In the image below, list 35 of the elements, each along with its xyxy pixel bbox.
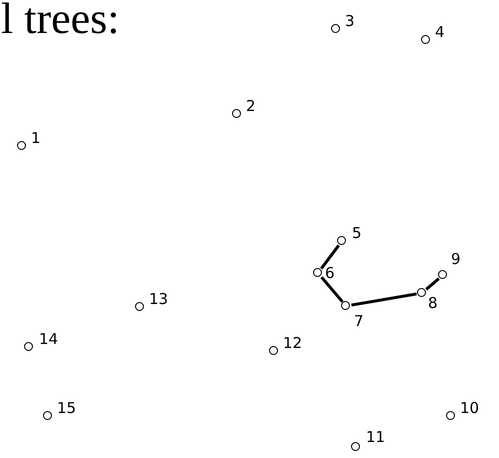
point-marker [446, 411, 455, 420]
point-marker [421, 35, 430, 44]
point-number: 12 [283, 335, 302, 351]
point-marker [135, 302, 144, 311]
point-marker [232, 109, 241, 118]
point-marker [351, 442, 360, 451]
point-number: 14 [39, 331, 58, 347]
point-number: 11 [366, 429, 386, 445]
point-marker [438, 270, 447, 279]
point-number: 1 [31, 130, 41, 146]
point-marker [313, 268, 322, 277]
connector-line [351, 292, 417, 307]
heading: l trees: [1, 0, 120, 44]
point-number: 5 [352, 225, 362, 241]
point-number: 9 [451, 251, 461, 267]
point-number: 4 [435, 24, 445, 40]
point-number: 10 [460, 400, 480, 416]
point-marker [43, 411, 52, 420]
point-number: 6 [325, 265, 335, 281]
connector-line [320, 244, 340, 270]
point-number: 2 [246, 98, 256, 114]
point-number: 8 [428, 295, 438, 311]
point-number: 13 [149, 291, 168, 307]
point-number: 7 [354, 313, 364, 329]
point-number: 15 [57, 400, 76, 416]
point-marker [269, 346, 278, 355]
connector-line [425, 277, 440, 291]
point-marker [331, 24, 340, 33]
point-marker [337, 236, 346, 245]
connector-line [320, 276, 344, 303]
point-marker [417, 288, 426, 297]
point-marker [17, 141, 26, 150]
point-number: 3 [345, 13, 355, 29]
point-marker [341, 301, 350, 310]
point-marker [24, 342, 33, 351]
